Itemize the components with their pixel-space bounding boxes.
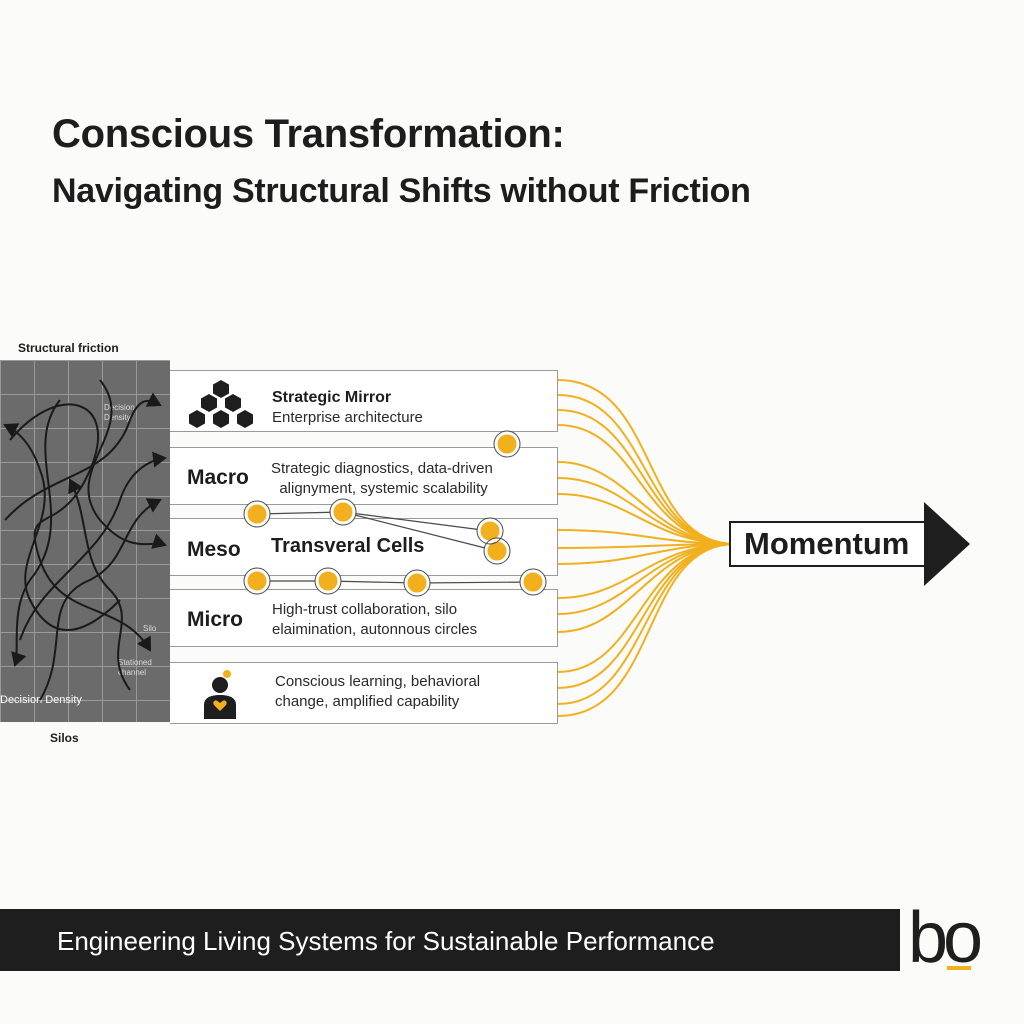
row-title-transveral-cells: Transveral Cells — [271, 535, 425, 557]
row-text-micro: High-trust collaboration, silo elaiminat… — [272, 601, 478, 638]
cell-node — [494, 431, 520, 457]
cell-node — [244, 568, 270, 594]
row-macro: Macro Strategic diagnostics, data-driven… — [170, 447, 558, 505]
grid-note-silo: Silo — [143, 624, 157, 633]
flow-line — [557, 424, 736, 545]
diagram-title: Conscious Transformation: — [52, 112, 565, 156]
row-title-strategic-mirror: Strategic Mirror — [272, 389, 392, 406]
diagram-subtitle: Navigating Structural Shifts without Fri… — [52, 172, 751, 210]
level-macro: Macro — [187, 466, 249, 489]
structural-friction-label: Structural friction — [18, 341, 119, 355]
flow-line — [557, 477, 736, 545]
flow-line — [557, 493, 736, 545]
footer-banner: Engineering Living Systems for Sustainab… — [0, 909, 900, 971]
row-strategic-mirror: Strategic Mirror Enterprise architecture — [170, 370, 558, 432]
logo-accent-bar — [947, 966, 971, 970]
friction-grid — [0, 360, 170, 722]
cell-node — [244, 501, 270, 527]
hexagon-architecture-icon — [189, 380, 253, 428]
tangle-arrow — [39, 498, 162, 701]
row-text-enterprise-architecture: Enterprise architecture — [272, 409, 423, 426]
cell-node — [484, 538, 510, 564]
flow-line — [557, 543, 736, 633]
node-link — [257, 580, 534, 584]
row-micro: Micro High-trust collaboration, silo ela… — [170, 589, 558, 647]
grid-note-stationed-channel: Stationed channel — [118, 658, 152, 677]
level-meso: Meso — [187, 538, 241, 561]
person-heart-icon — [204, 670, 236, 719]
tangle-arrow — [9, 403, 152, 652]
momentum-label: Momentum — [744, 526, 910, 561]
flow-line — [557, 379, 736, 545]
cell-node — [330, 499, 356, 525]
node-link — [342, 511, 498, 552]
row-text-individual: Conscious learning, behavioral change, a… — [275, 673, 481, 710]
node-link — [256, 511, 491, 532]
flow-line — [557, 543, 736, 717]
cell-node — [404, 570, 430, 596]
flow-line — [557, 461, 736, 545]
tangle-arrow — [11, 399, 61, 667]
tangle-arrow — [4, 392, 162, 521]
tangle-arrow — [19, 451, 167, 641]
momentum-arrow — [729, 502, 970, 586]
flow-line — [557, 543, 736, 599]
tangle-arrow — [3, 423, 121, 631]
tangle-arrow — [87, 379, 167, 549]
grid-note-decision-density: Decision Density — [104, 403, 135, 422]
bo-logo: bo — [908, 898, 983, 978]
row-text-macro: Strategic diagnostics, data-driven align… — [271, 460, 493, 497]
level-micro: Micro — [187, 608, 244, 631]
cell-node — [520, 569, 546, 595]
silos-label: Silos — [50, 731, 79, 745]
row-individual: Conscious learning, behavioral change, a… — [170, 662, 558, 724]
tangle-arrow — [68, 478, 131, 691]
footer-tagline: Engineering Living Systems for Sustainab… — [57, 926, 715, 956]
cell-node — [315, 568, 341, 594]
